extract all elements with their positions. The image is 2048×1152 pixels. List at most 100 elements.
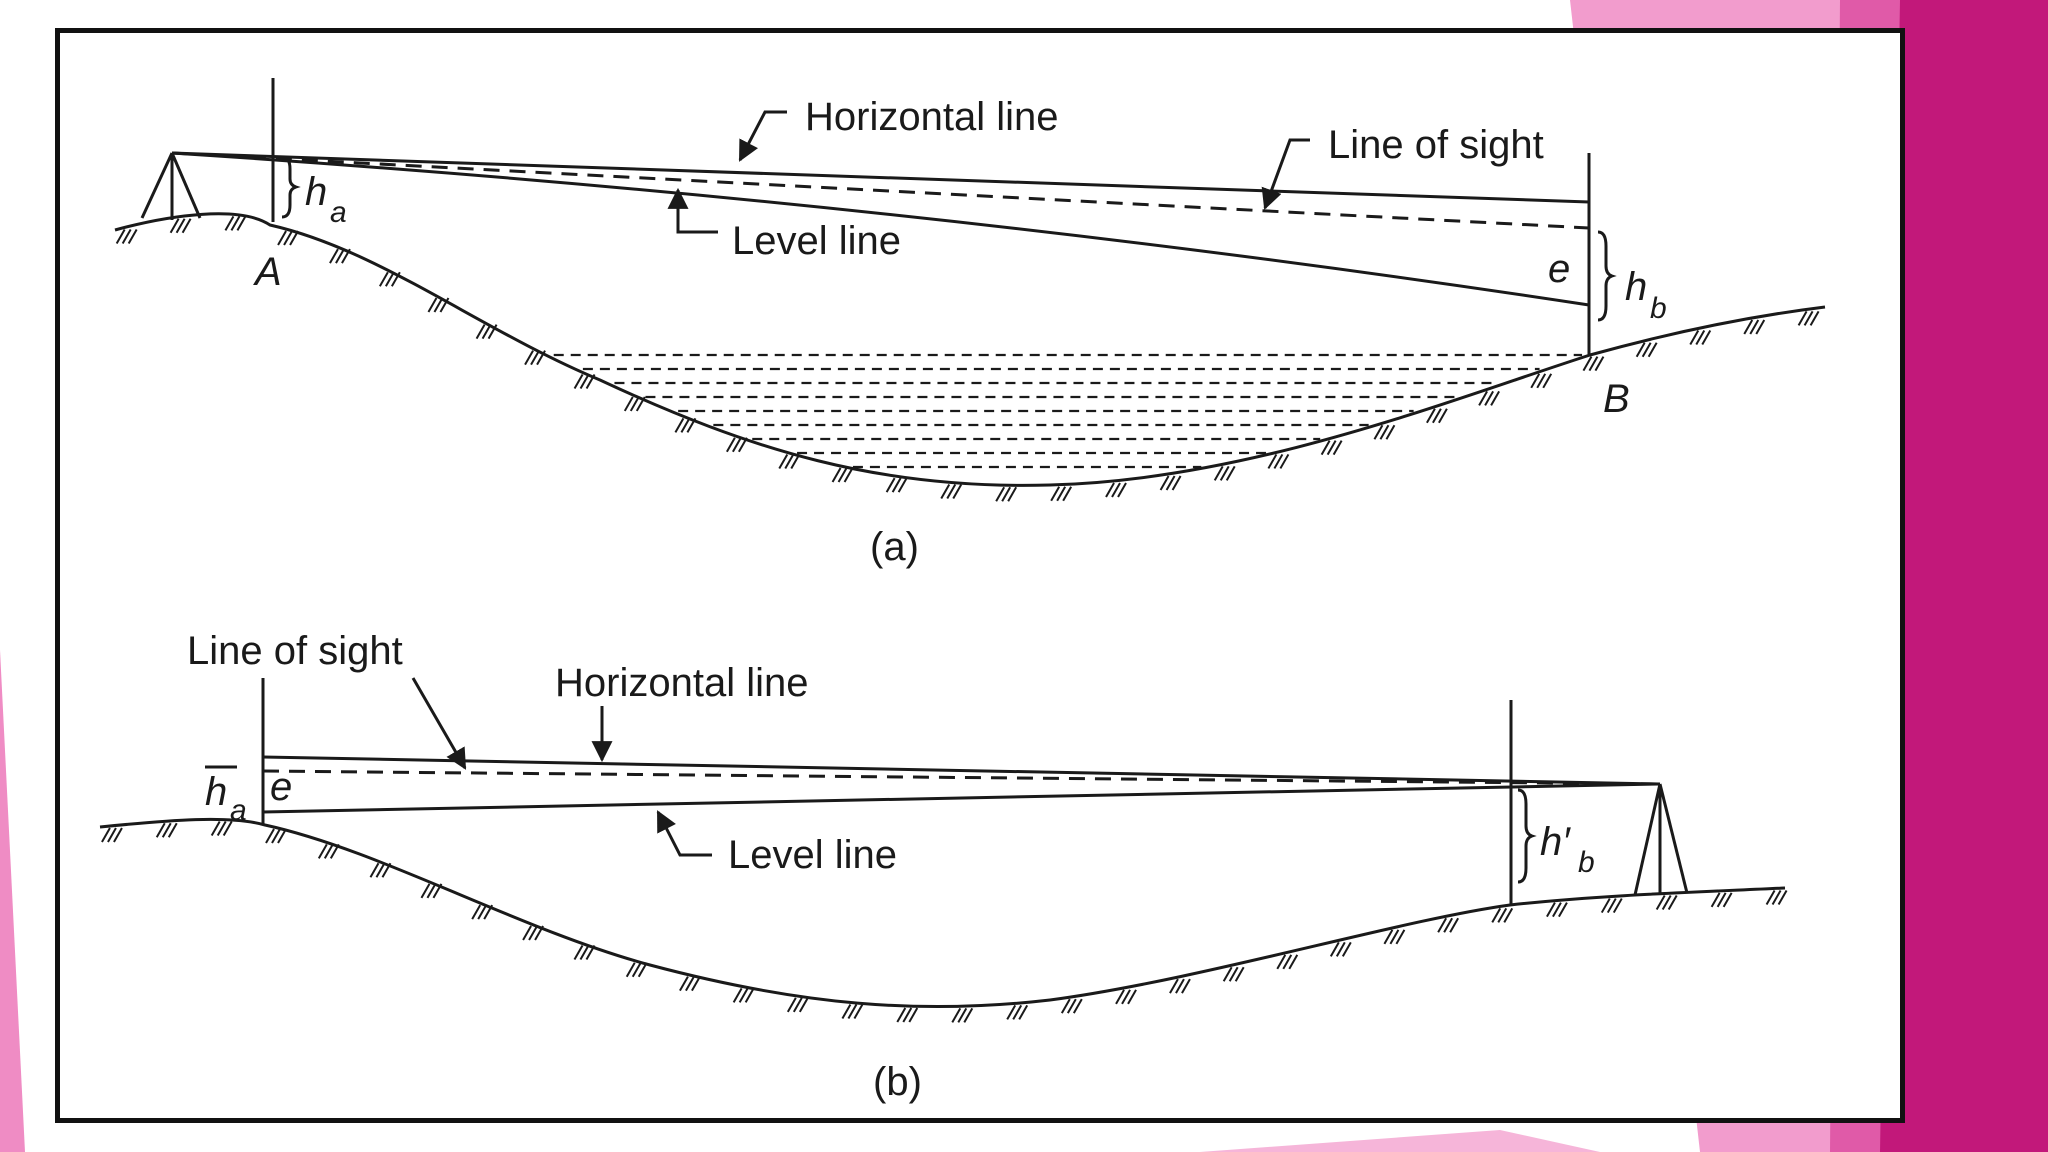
ground-hatch-mark: [375, 862, 386, 878]
ground-hatch-mark: [891, 477, 902, 493]
ground-hatch-mark: [1279, 453, 1290, 469]
ground-hatch-mark: [1443, 917, 1454, 933]
ground-hatch-mark: [1612, 898, 1623, 914]
label-level-line-b: Level line: [728, 833, 897, 877]
ground-hatch-mark: [1282, 954, 1293, 970]
ground-hatch-mark: [433, 297, 444, 313]
brace-hb: [1597, 230, 1617, 322]
ground-hatch-mark: [686, 417, 697, 433]
ground-hatch-mark: [902, 1007, 913, 1023]
leader-horizontal-a: [738, 110, 787, 162]
ground-hatch-mark: [277, 230, 287, 246]
ground-hatch-mark: [1159, 475, 1170, 491]
water-hatching: [553, 353, 1583, 469]
ground-hatch-mark: [522, 925, 532, 941]
ground-hatch-mark: [121, 228, 132, 244]
brace-ha: [281, 155, 301, 219]
labels-a: Horizontal line Line of sight Level line…: [253, 95, 1667, 569]
ground-hatch-mark: [1755, 319, 1766, 335]
ground-hatch-mark: [1007, 486, 1018, 502]
ground-hatch-mark: [161, 822, 172, 838]
ground-hatch-mark: [623, 396, 634, 412]
ground-hatch-mark: [1060, 998, 1071, 1014]
ground-hatch-mark: [1383, 929, 1394, 945]
ground-hatch-mark: [1710, 892, 1721, 908]
label-point-b: B: [1603, 377, 1630, 421]
ground-hatch-mark: [216, 820, 227, 836]
ground-hatch-mark: [738, 437, 748, 453]
ground-hatch-mark: [1582, 356, 1593, 372]
ground-hatch-mark: [323, 843, 334, 859]
ground-hatch-mark: [946, 483, 957, 499]
ground-hatch-mark: [1072, 998, 1083, 1014]
ground-hatch-mark: [289, 230, 299, 246]
leader-sight-a: [1261, 138, 1310, 210]
ground-hatch-mark: [784, 453, 795, 469]
ground-hatch-mark: [1385, 424, 1396, 440]
ground-hatch-mark: [107, 827, 117, 843]
ground-hatch-mark: [831, 467, 842, 483]
label-hb-prime-symbol: h′: [1540, 820, 1571, 864]
ground-hatch-mark: [841, 1003, 852, 1019]
ground-hatching-b: [101, 820, 1788, 1023]
ground-hatch-mark: [1438, 408, 1448, 424]
ground-hatch-mark: [329, 843, 340, 859]
ground-hatch-mark: [853, 1003, 864, 1019]
ground-hatch-mark: [579, 945, 590, 961]
level-line-b: [262, 782, 1661, 814]
ground-hatch-mark: [1273, 453, 1284, 469]
ground-hatch-mark: [885, 477, 896, 493]
ground-hatch-mark: [1329, 941, 1340, 957]
ground-hatch-mark: [1765, 889, 1776, 905]
ground-hatch-mark: [175, 218, 186, 234]
ground-hatch-mark: [1389, 929, 1400, 945]
label-horizontal-line-b: Horizontal line: [555, 661, 808, 705]
ground-hatch-mark: [1165, 475, 1176, 491]
ground-hatch-mark: [1588, 356, 1599, 372]
ground-hatch-mark: [384, 271, 395, 287]
line-of-sight-a: [171, 151, 1590, 230]
ground-profile-b: [99, 817, 1786, 1009]
ground-hatch-mark: [573, 373, 584, 389]
ground-hatch-mark: [432, 883, 443, 899]
ground-hatch-mark: [528, 925, 538, 941]
ground-hatch-mark: [1320, 440, 1331, 456]
diagram-a: [114, 78, 1826, 502]
ground-hatch-mark: [1667, 894, 1678, 910]
ground-hatch-mark: [101, 827, 111, 843]
ground-hatch-mark: [1695, 329, 1706, 345]
horizontal-line-a: [171, 151, 1590, 204]
ground-hatch-mark: [685, 976, 695, 992]
leader-level-b: [656, 810, 712, 857]
ground-hatch-mark: [1332, 440, 1343, 456]
label-point-a: A: [253, 250, 282, 294]
label-hb-prime-sub: b: [1578, 846, 1595, 879]
ground-hatch-mark: [680, 417, 691, 433]
ground-hatch-mark: [1066, 998, 1077, 1014]
ground-hatch-mark: [1234, 966, 1245, 982]
ground-hatch-mark: [1326, 440, 1337, 456]
ground-hatch-mark: [908, 1007, 919, 1023]
ground-hatch-mark: [181, 218, 192, 234]
ground-hatch-mark: [1001, 486, 1012, 502]
ground-hatch-mark: [1484, 390, 1494, 406]
leader-level-a: [667, 187, 718, 234]
ground-hatch-mark: [1722, 892, 1733, 908]
ground-hatch-mark: [995, 486, 1006, 502]
ground-hatch-mark: [1641, 342, 1652, 358]
ground-hatch-mark: [625, 962, 636, 978]
ground-hatch-mark: [1490, 390, 1500, 406]
ground-hatch-mark: [224, 215, 235, 231]
ground-hatch-mark: [1426, 408, 1436, 424]
ground-hatch-mark: [1335, 941, 1346, 957]
ground-hatch-mark: [1546, 902, 1556, 918]
ground-hatch-mark: [1491, 907, 1502, 923]
ground-hatch-mark: [732, 987, 743, 1003]
ground-hatch-mark: [940, 483, 951, 499]
ground-hatch-mark: [277, 828, 287, 844]
ground-hatch-mark: [1050, 486, 1061, 502]
diagram-b: [99, 677, 1788, 1023]
horizontal-line-b: [262, 755, 1661, 786]
ground-hatch-mark: [573, 945, 584, 961]
